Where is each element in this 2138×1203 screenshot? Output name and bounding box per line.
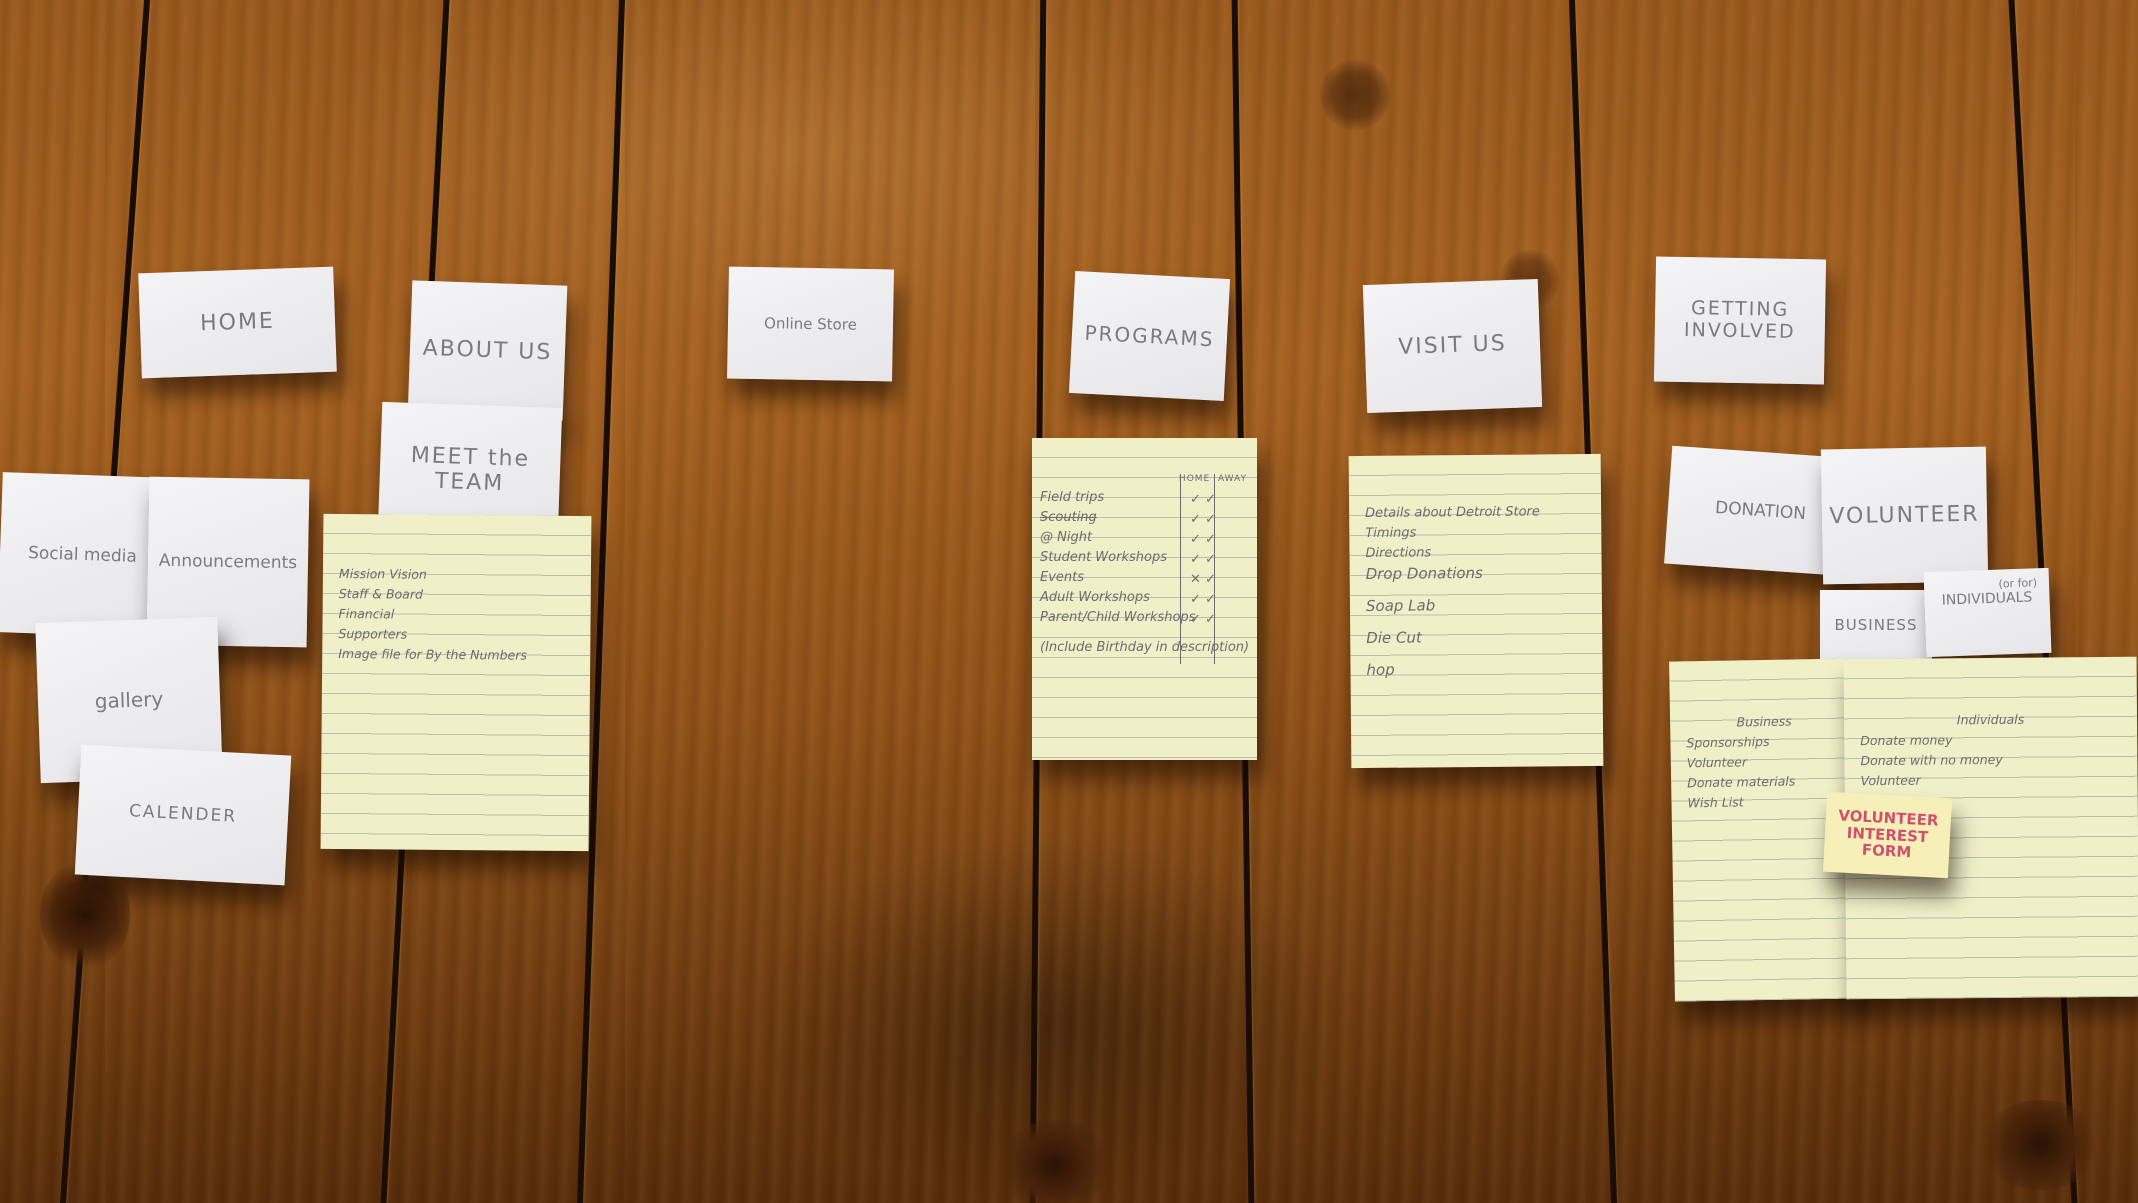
- sticky-social-media: Social media: [0, 472, 168, 638]
- list-title: Individuals: [1956, 711, 2025, 728]
- lined-note-about-list: Mission Vision Staff & Board Financial S…: [320, 513, 592, 852]
- check-marks: ✓ ✓✓ ✓✓ ✓✓ ✓✕ ✓✓ ✓✓ ✓: [1190, 492, 1216, 627]
- list-item: Directions: [1365, 545, 1432, 561]
- sticky-volunteer-interest-form: VOLUNTEER INTEREST FORM: [1822, 791, 1953, 879]
- list-item: Donate with no money: [1860, 751, 2003, 769]
- lined-note-programs-list: HOME AWAY Field trips Scouting @ Night S…: [1032, 438, 1257, 760]
- table-divider: [1180, 474, 1181, 664]
- list-item: Events: [1040, 570, 1085, 585]
- list-item: Adult Workshops: [1040, 590, 1150, 605]
- sticky-home: HOME: [138, 266, 337, 379]
- programs-table-headers: HOME AWAY: [1179, 474, 1247, 484]
- wood-knot: [1980, 1100, 2100, 1190]
- sticky-business: BUSINESS: [1820, 590, 1932, 660]
- list-item: Timings: [1365, 525, 1417, 541]
- list-item: Volunteer: [1860, 772, 1921, 789]
- list-item: hop: [1366, 660, 1395, 679]
- sticky-visit-us: VISIT US: [1362, 278, 1543, 414]
- list-item: Field trips: [1040, 490, 1105, 505]
- list-item: Image file for By the Numbers: [338, 645, 527, 663]
- list-item: Volunteer: [1686, 754, 1748, 771]
- column-header-home: HOME: [1178, 474, 1211, 484]
- lined-note-visit-list: Details about Detroit Store Timings Dire…: [1348, 453, 1604, 769]
- table-divider: [1214, 474, 1215, 664]
- sticky-getting-involved: GETTING INVOLVED: [1653, 256, 1827, 385]
- list-item: Student Workshops: [1040, 550, 1167, 565]
- list-item: Financial: [338, 605, 395, 622]
- list-item: Die Cut: [1366, 628, 1422, 647]
- list-item: Wish List: [1687, 794, 1744, 811]
- list-item: Scouting: [1040, 510, 1097, 525]
- list-note: (Include Birthday in description): [1040, 640, 1250, 655]
- column-header-away: AWAY: [1217, 474, 1247, 484]
- sticky-volunteer: VOLUNTEER: [1820, 446, 1989, 585]
- sticky-programs: PROGRAMS: [1068, 271, 1231, 401]
- wood-plank: [625, 0, 1035, 1203]
- list-item: Details about Detroit Store: [1365, 504, 1540, 521]
- list-item: @ Night: [1040, 530, 1093, 545]
- sticky-online-store: Online Store: [727, 266, 894, 382]
- list-item: Sponsorships: [1686, 733, 1770, 751]
- list-title: Business: [1736, 713, 1792, 730]
- wood-knot: [40, 860, 130, 970]
- list-item: Donate money: [1860, 732, 1953, 749]
- wood-knot: [1320, 60, 1390, 130]
- list-item: Parent/Child Workshops: [1040, 610, 1196, 625]
- sticky-individuals: (or for) INDIVIDUALS: [1923, 567, 2052, 658]
- wood-knot: [1000, 1120, 1110, 1203]
- wood-plank: [2075, 0, 2138, 1203]
- individuals-label: INDIVIDUALS: [1941, 589, 2033, 609]
- list-item: Donate materials: [1687, 773, 1796, 791]
- list-item: Mission Vision: [338, 565, 427, 582]
- list-item: Supporters: [338, 625, 408, 642]
- sticky-about-us: ABOUT US: [407, 280, 568, 421]
- list-item: Soap Lab: [1365, 596, 1436, 615]
- list-item: Drop Donations: [1365, 563, 1483, 583]
- list-item: Staff & Board: [338, 585, 424, 602]
- sticky-calender: CALENDER: [74, 744, 292, 886]
